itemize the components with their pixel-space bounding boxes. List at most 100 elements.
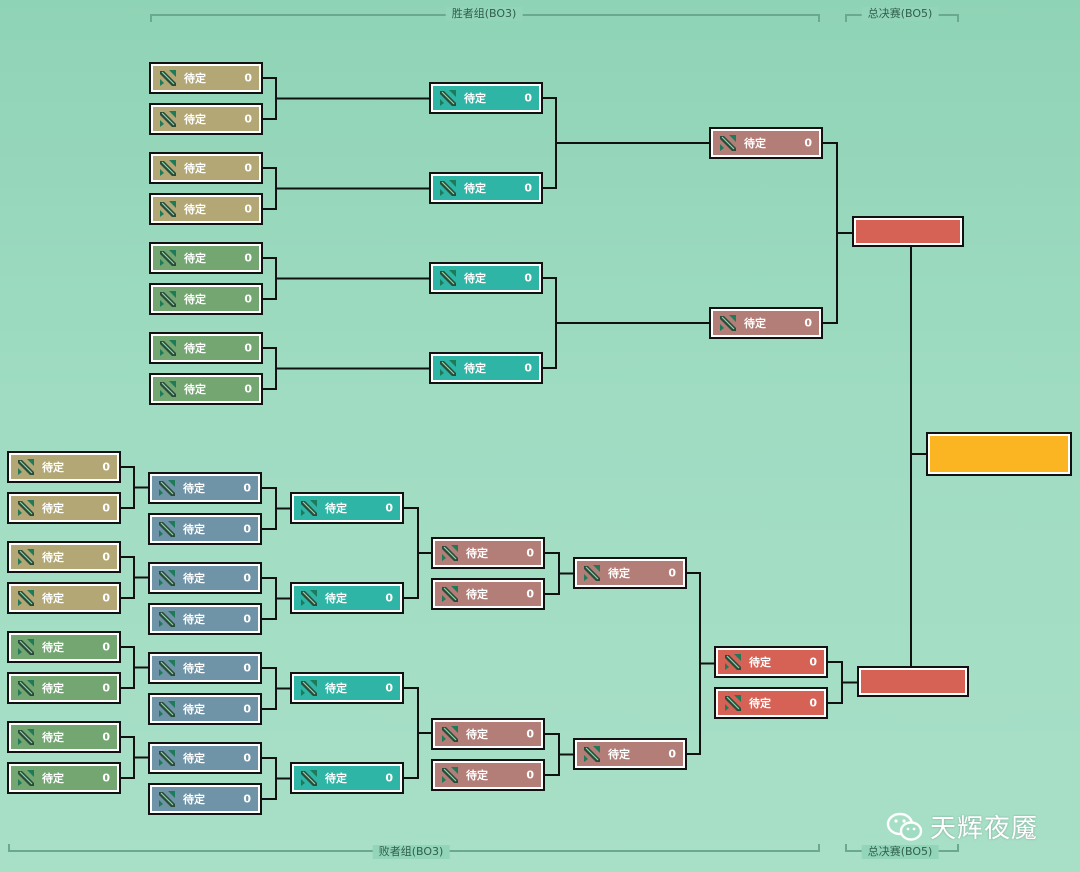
team-slot-body: 待定 0 [153,107,259,131]
dota-logo-icon [158,248,178,268]
team-score: 0 [244,112,252,126]
dota-logo-icon [299,678,319,698]
dota-logo-icon [438,178,458,198]
team-score: 0 [102,730,110,744]
lb-c14-bracket [828,661,843,704]
dota-logo-icon [16,547,36,567]
team-name: 待定 [184,203,206,216]
team-score: 0 [385,771,393,785]
wb-c2-bracket [263,167,277,210]
team-score: 0 [244,71,252,85]
team-name: 待定 [42,641,64,654]
team-name: 待定 [466,547,488,560]
dota-logo-icon [158,68,178,88]
grand-bottom-label: 总决赛(BO5) [861,845,939,859]
lb-c11-bracket [545,552,560,595]
lb-c5-bracket [262,487,277,530]
team-name: 待定 [466,728,488,741]
dota-logo-icon [157,789,177,809]
team-score: 0 [524,91,532,105]
team-name: 待定 [183,793,205,806]
dota-logo-icon [158,199,178,219]
team-name: 待定 [464,182,486,195]
team-score: 0 [243,481,251,495]
team-score: 0 [526,768,534,782]
winners-final-fill [856,220,960,243]
team-slot-lb-r4-3[interactable]: 待定 0 [431,718,545,750]
team-name: 待定 [183,752,205,765]
dota-logo-icon [158,109,178,129]
dota-logo-icon [438,88,458,108]
dota-logo-icon [582,563,602,583]
dota-logo-icon [582,744,602,764]
team-score: 0 [385,501,393,515]
team-name: 待定 [42,592,64,605]
team-name: 待定 [184,113,206,126]
team-name: 待定 [42,551,64,564]
lb-c3-bracket [121,646,135,689]
team-name: 待定 [184,293,206,306]
dota-logo-icon [16,678,36,698]
wb-c4-bracket [263,347,277,390]
team-name: 待定 [325,682,347,695]
team-name: 待定 [183,572,205,585]
team-score: 0 [668,566,676,580]
team-score: 0 [526,727,534,741]
dota-logo-icon [440,543,460,563]
team-score: 0 [102,640,110,654]
dota-logo-icon [157,609,177,629]
losers-label: 败者组(BO3) [372,845,450,859]
team-slot-wb-r1-2[interactable]: 待定 0 [149,103,263,135]
team-slot-lb-r1-5[interactable]: 待定 0 [7,631,121,663]
dota-logo-icon [438,268,458,288]
